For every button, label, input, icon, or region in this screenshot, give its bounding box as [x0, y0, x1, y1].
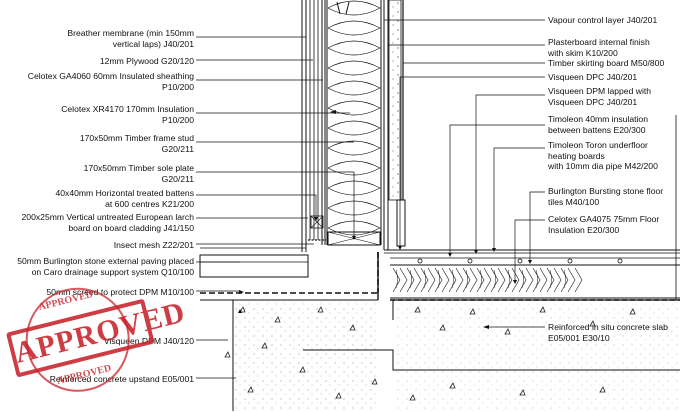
- arrowheads: [238, 110, 532, 329]
- label-celotex-xr4170: Celotex XR4170 170mm Insulation P10/200: [61, 104, 194, 125]
- label-concrete-upstand: Reinforced concrete upstand E05/001: [49, 374, 194, 384]
- label-floor-insulation: Celotex GA4075 75mm Floor Insulation E20…: [548, 214, 660, 235]
- concrete-hatch: [234, 301, 377, 411]
- label-floor-tiles: Burlington Bursting stone floor tiles M4…: [548, 186, 664, 207]
- label-screed: 50mm screed to protect DPM M10/100: [46, 287, 194, 297]
- label-visqueen-dpc: Visqueen DPC J40/201: [548, 72, 638, 82]
- label-external-paving: 50mm Burlington stone external paving pl…: [17, 256, 194, 277]
- label-plywood: 12mm Plywood G20/120: [99, 56, 194, 66]
- label-underfloor-heating: Timoleon Toron underfloor heating boards…: [548, 140, 658, 171]
- label-skirting: Timber skirting board M50/800: [548, 58, 665, 68]
- label-cladding: 200x25mm Vertical untreated European lar…: [21, 212, 194, 233]
- label-dpm-lapped: Visqueen DPM lapped with Visqueen DPC J4…: [548, 86, 652, 107]
- floor-buildup: [384, 115, 680, 301]
- label-breather-membrane: Breather membrane (min 150mm vertical la…: [67, 28, 194, 49]
- slab-hatch: [394, 301, 680, 411]
- leader-lines: [196, 19, 545, 379]
- label-plasterboard: Plasterboard internal finish with skim K…: [548, 37, 650, 58]
- label-visqueen-dpm: Visqueen DPM J40/120: [103, 336, 194, 346]
- label-timber-frame-stud: 170x50mm Timber frame stud G20/211: [79, 133, 194, 154]
- external-paving: [199, 247, 379, 294]
- label-timber-sole-plate: 170x50mm Timber sole plate G20/211: [83, 163, 194, 184]
- label-timoleon-insulation: Timoleon 40mm insulation between battens…: [548, 114, 648, 135]
- internal-lining: [336, 0, 406, 250]
- label-vapour-control-layer: Vapour control layer J40/201: [548, 15, 658, 25]
- label-insect-mesh: Insect mesh Z22/201: [113, 240, 194, 250]
- label-battens: 40x40mm Horizontal treated battens at 60…: [55, 188, 194, 209]
- cladding: [301, 0, 326, 252]
- label-celotex-ga4060: Celotex GA4060 60mm Insulated sheathing …: [27, 71, 194, 92]
- label-concrete-slab: Reinforced in situ concrete slab E05/001…: [548, 322, 668, 343]
